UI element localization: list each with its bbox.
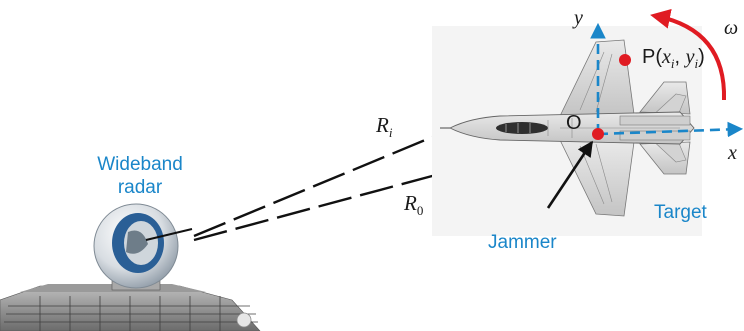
range-line-r0 <box>193 131 593 242</box>
x-axis-label-text: x <box>728 142 737 164</box>
y-axis-label-text: y <box>574 7 583 29</box>
x-axis-label: x <box>728 143 737 163</box>
radar-station-icon <box>0 203 261 331</box>
point-p-sep: , <box>674 46 686 68</box>
range-r0-sub: 0 <box>416 203 424 218</box>
target-label-text: Target <box>654 202 707 223</box>
omega-label: ω <box>724 18 738 38</box>
point-p-y: y <box>685 46 695 68</box>
radar-label: Wideband radar <box>82 155 198 197</box>
point-p-label: P(xi, yi) <box>642 46 705 70</box>
target-label: Target <box>654 203 707 222</box>
jammer-pointer-arrow <box>546 140 594 209</box>
range-r0-label: R0 <box>404 191 423 218</box>
rotation-arrow-omega <box>650 8 727 101</box>
origin-point-o <box>592 128 604 140</box>
range-ri-label: Ri <box>376 113 392 140</box>
origin-label-text: O <box>566 112 582 134</box>
range-r0-main: R <box>404 191 417 215</box>
point-p-y-sub: i <box>694 56 699 71</box>
omega-label-text: ω <box>724 17 739 39</box>
scatter-point-p <box>619 54 631 66</box>
point-p-x: x <box>662 46 671 68</box>
origin-label: O <box>566 113 582 133</box>
range-line-ri <box>193 58 619 238</box>
jammer-label-text: Jammer <box>488 232 557 253</box>
y-axis-label: y <box>574 8 583 28</box>
point-p-suffix: ) <box>698 46 705 68</box>
fighter-jet-icon <box>432 26 702 236</box>
radar-label-line1: Wideband <box>97 154 183 175</box>
point-p-x-sub: i <box>670 56 675 71</box>
radar-label-line2: radar <box>117 177 163 198</box>
jammer-label: Jammer <box>488 233 557 252</box>
x-axis-arrow <box>597 121 744 138</box>
range-ri-sub: i <box>388 125 393 140</box>
range-ri-main: R <box>376 113 389 137</box>
point-p-prefix: P( <box>642 46 662 68</box>
